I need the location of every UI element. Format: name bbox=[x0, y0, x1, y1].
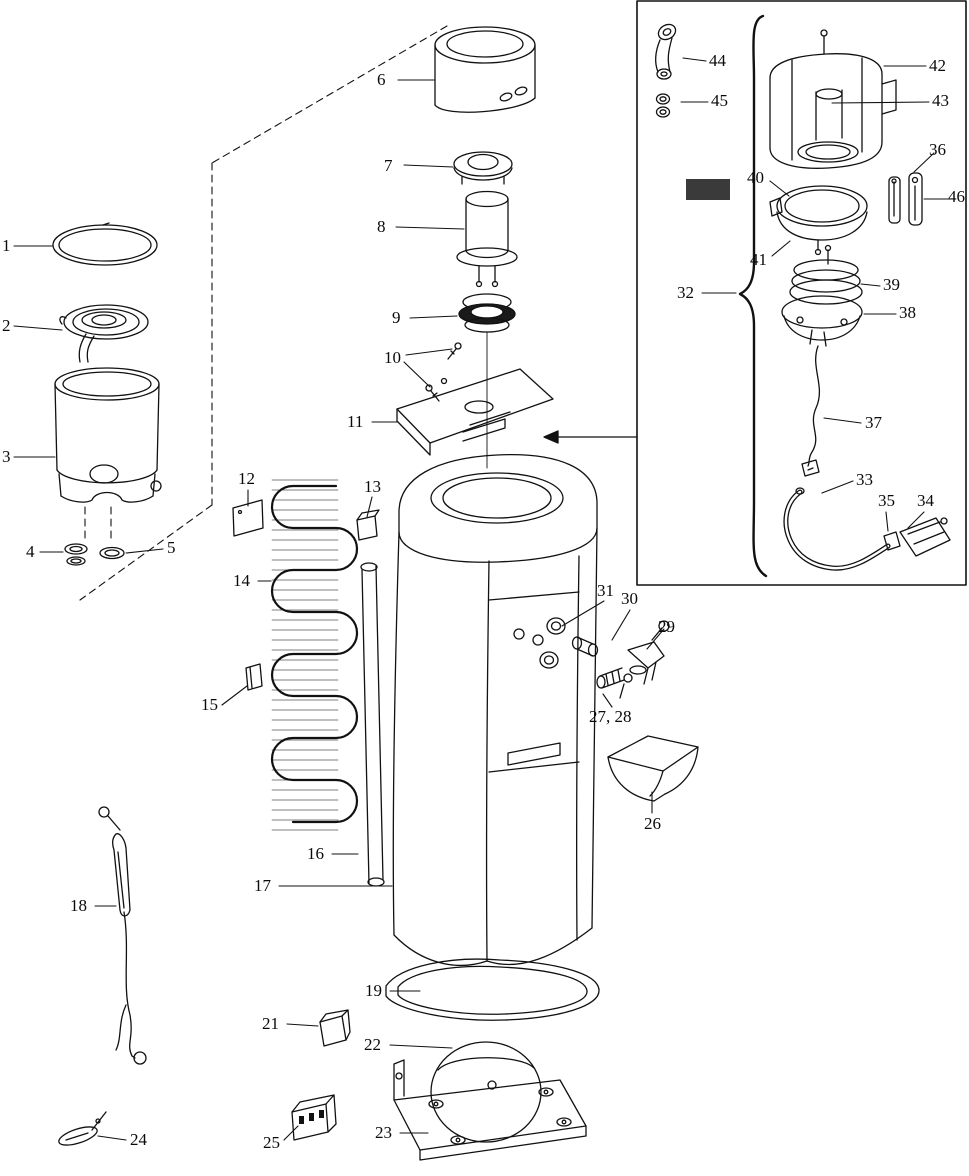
part-13-art bbox=[356, 509, 380, 541]
part-label-26: 26 bbox=[644, 814, 661, 833]
part-label-1: 1 bbox=[2, 236, 11, 255]
part-16-art bbox=[360, 562, 385, 887]
part-label-8: 8 bbox=[377, 217, 386, 236]
part-label-6: 6 bbox=[377, 70, 386, 89]
part-26-art bbox=[607, 735, 699, 802]
part-label-10: 10 bbox=[384, 348, 401, 367]
part-label-25: 25 bbox=[263, 1133, 280, 1152]
part-label-9: 9 bbox=[392, 308, 401, 327]
part-4-5-art bbox=[64, 543, 125, 566]
part-label-37: 37 bbox=[865, 413, 882, 432]
part-25-art bbox=[291, 1094, 337, 1141]
part-18-art bbox=[98, 806, 147, 1065]
part-12-art bbox=[232, 499, 264, 537]
part-11-art bbox=[396, 368, 554, 456]
part-1-art bbox=[52, 222, 158, 266]
part-label-3: 3 bbox=[2, 447, 11, 466]
part-label-38: 38 bbox=[899, 303, 916, 322]
part-label-7: 7 bbox=[384, 156, 393, 175]
part-label-43: 43 bbox=[932, 91, 949, 110]
part-14-art bbox=[270, 479, 359, 831]
part-label-5: 5 bbox=[167, 538, 176, 557]
part-3-art bbox=[54, 367, 162, 503]
part-label-16: 16 bbox=[307, 844, 324, 863]
part-33-34-35-art bbox=[783, 487, 951, 571]
part-7-art bbox=[453, 151, 513, 185]
part-label-13: 13 bbox=[364, 477, 381, 496]
part-36-46-art bbox=[888, 172, 923, 226]
part-label-36: 36 bbox=[929, 140, 946, 159]
part-9-art bbox=[458, 293, 516, 333]
part-label-17: 17 bbox=[254, 876, 271, 895]
part-label-2: 2 bbox=[2, 316, 11, 335]
part-label-19: 19 bbox=[365, 981, 382, 1000]
part-label-12: 12 bbox=[238, 469, 255, 488]
part-label-24: 24 bbox=[130, 1130, 147, 1149]
part-2-art bbox=[59, 304, 149, 363]
part-label-34: 34 bbox=[917, 491, 934, 510]
part-label-29: 29 bbox=[658, 617, 675, 636]
part-label-18: 18 bbox=[70, 896, 87, 915]
part-44-art bbox=[654, 23, 677, 80]
part-19-art bbox=[385, 958, 600, 1021]
part-label-45: 45 bbox=[711, 91, 728, 110]
leader-lines bbox=[13, 57, 949, 1141]
part-label-21: 21 bbox=[262, 1014, 279, 1033]
part-37-art bbox=[801, 345, 821, 477]
part-label-14: 14 bbox=[233, 571, 250, 590]
brace-32 bbox=[738, 14, 768, 578]
part-label-39: 39 bbox=[883, 275, 900, 294]
part-label-31: 31 bbox=[597, 581, 614, 600]
part-label-22: 22 bbox=[364, 1035, 381, 1054]
part-label-35: 35 bbox=[878, 491, 895, 510]
part-22-art bbox=[430, 1041, 542, 1143]
part-label-33: 33 bbox=[856, 470, 873, 489]
pointer-arrow bbox=[543, 430, 638, 444]
part-label-41: 41 bbox=[750, 250, 767, 269]
part-38-art bbox=[781, 295, 863, 347]
part-label-44: 44 bbox=[709, 51, 726, 70]
part-label-23: 23 bbox=[375, 1123, 392, 1142]
part-21-art bbox=[319, 1009, 351, 1047]
part-label-27-28: 27, 28 bbox=[589, 707, 632, 726]
part-label-40: 40 bbox=[747, 168, 764, 187]
part-42-43-art bbox=[769, 29, 897, 169]
part-label-42: 42 bbox=[929, 56, 946, 75]
part-27-31-art bbox=[539, 617, 670, 699]
part-24-art bbox=[58, 1111, 107, 1146]
part-label-4: 4 bbox=[26, 542, 35, 561]
inset-box bbox=[636, 0, 967, 586]
part-6-art bbox=[434, 26, 536, 113]
construction-lines bbox=[79, 25, 448, 601]
part-40-41-art bbox=[769, 185, 868, 256]
part-label-30: 30 bbox=[621, 589, 638, 608]
part-39-art bbox=[789, 244, 863, 305]
part-10-art bbox=[425, 342, 462, 402]
part-label-15: 15 bbox=[201, 695, 218, 714]
part-45-art bbox=[655, 93, 671, 118]
cooler-body-art bbox=[392, 453, 598, 967]
part-label-11: 11 bbox=[347, 412, 364, 431]
solid-block bbox=[686, 179, 730, 200]
part-label-32: 32 bbox=[677, 283, 694, 302]
part-23-art bbox=[393, 1059, 587, 1161]
part-15-art bbox=[245, 663, 263, 691]
part-8-art bbox=[456, 190, 518, 288]
part-label-46: 46 bbox=[948, 187, 965, 206]
